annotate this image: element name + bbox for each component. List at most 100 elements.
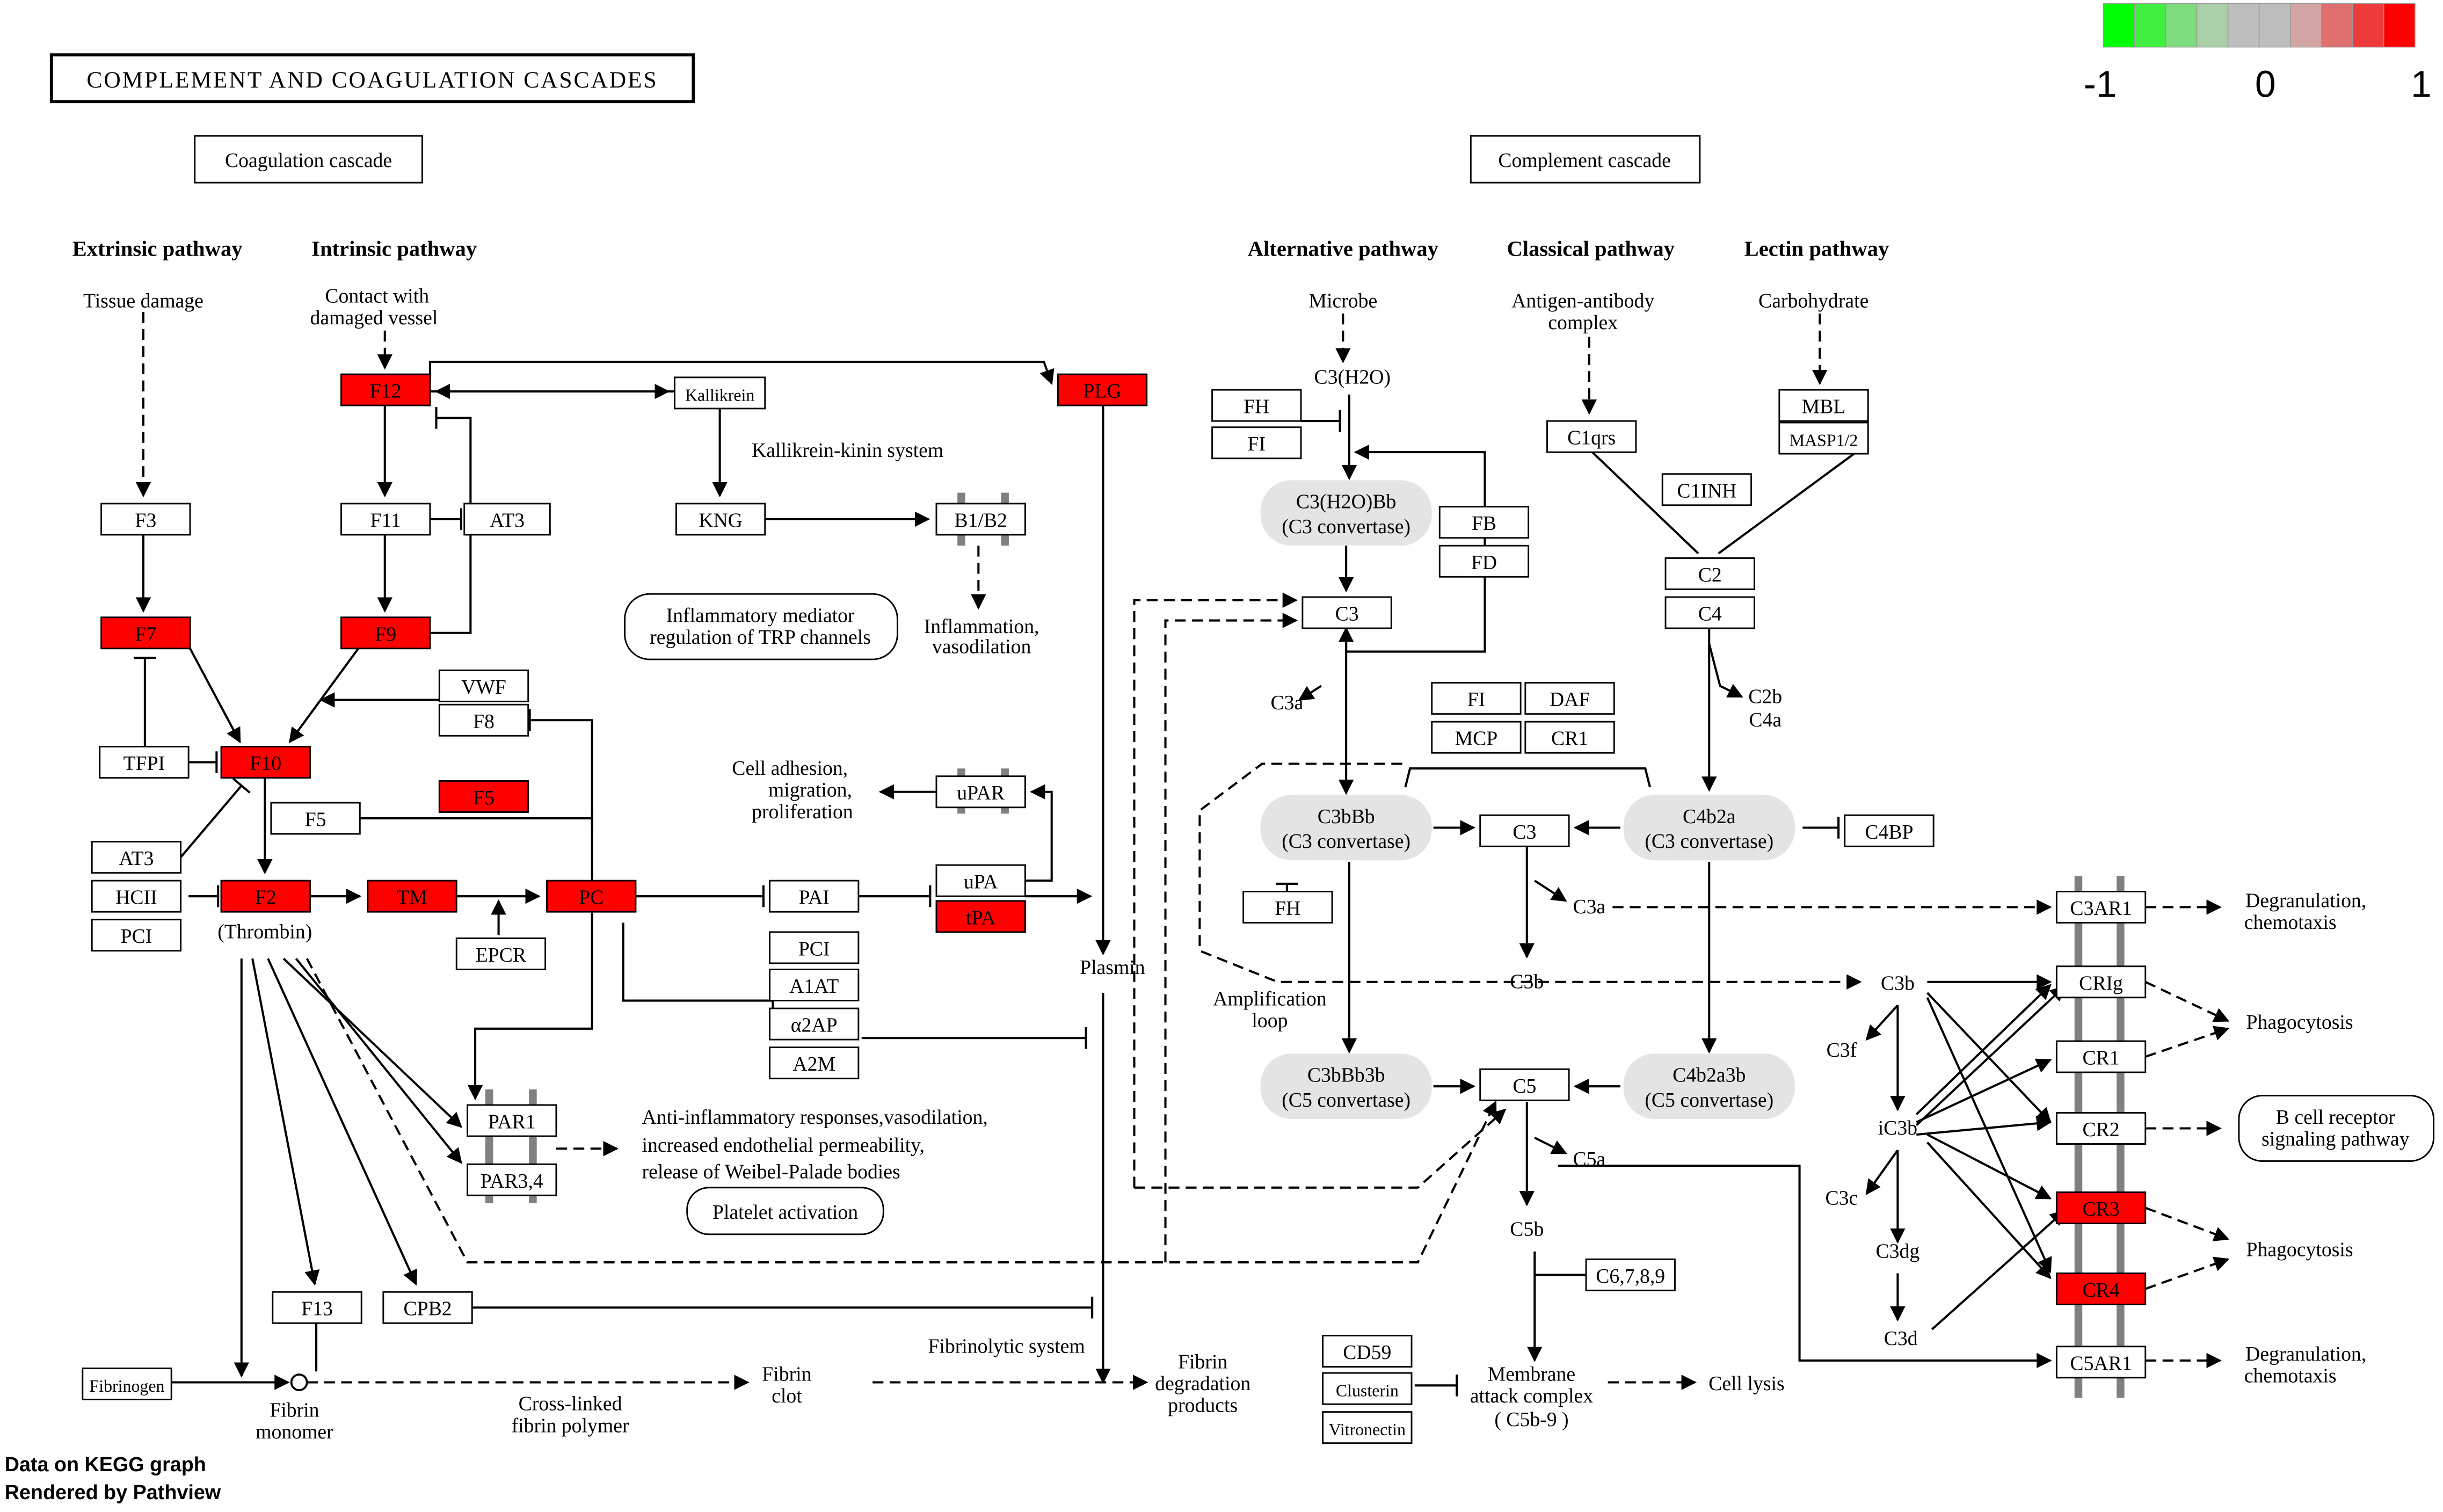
edge-a [1926, 1142, 2052, 1280]
gene-vwf[interactable]: VWF [438, 669, 529, 702]
gene-crig[interactable]: CRIg [2055, 965, 2147, 999]
complex-sublabel: (C5 convertase) [1645, 1089, 1773, 1111]
gene-f2[interactable]: F2 [220, 879, 311, 913]
gene-c3top[interactable]: C3 [1302, 596, 1392, 629]
gene-f11[interactable]: F11 [340, 503, 431, 536]
gene-mbl[interactable]: MBL [1778, 389, 1869, 422]
gene-label: C1qrs [1567, 427, 1616, 449]
gene-label: FI [1248, 433, 1266, 455]
complex-c3bbb3b[interactable]: C3bBb3b(C5 convertase) [1260, 1053, 1432, 1120]
gene-pai[interactable]: PAI [769, 879, 860, 913]
gene-c2[interactable]: C2 [1664, 557, 1755, 590]
gene-c5[interactable]: C5 [1479, 1068, 1570, 1101]
gene-fi2[interactable]: FI [1431, 682, 1522, 715]
gene-kng[interactable]: KNG [675, 503, 766, 536]
edge-ad [1133, 592, 1298, 1188]
gene-label: B1/B2 [954, 509, 1007, 532]
gene-b1b2[interactable]: B1/B2 [935, 503, 1026, 536]
gene-vitronectin[interactable]: Vitronectin [1322, 1411, 1413, 1444]
title-box: COMPLEMENT AND COAGULATION CASCADES [49, 53, 695, 104]
gene-mcp[interactable]: MCP [1431, 721, 1522, 754]
gene-label: Vitronectin [1329, 1420, 1406, 1439]
edge-a [1534, 879, 1567, 902]
gene-kallikrein[interactable]: Kallikrein [674, 376, 766, 410]
gene-at3a[interactable]: AT3 [463, 503, 551, 536]
gene-c1qrs[interactable]: C1qrs [1546, 420, 1637, 453]
gene-pci2[interactable]: PCI [769, 931, 860, 964]
gene-f5b[interactable]: F5 [438, 780, 529, 813]
complex-c4b2a3b[interactable]: C4b2a3b(C5 convertase) [1623, 1053, 1795, 1120]
gene-c6789[interactable]: C6,7,8,9 [1585, 1258, 1676, 1291]
gene-tpa[interactable]: tPA [935, 900, 1026, 933]
gene-daf[interactable]: DAF [1524, 682, 1615, 715]
gene-fd[interactable]: FD [1438, 544, 1530, 578]
fibrin-monomer-node[interactable] [290, 1373, 308, 1391]
gene-fh2[interactable]: FH [1242, 891, 1333, 924]
gene-f3[interactable]: F3 [100, 503, 191, 536]
label-fdp3: products [1168, 1394, 1238, 1417]
gene-c1inh[interactable]: C1INH [1661, 473, 1753, 506]
gene-pci[interactable]: PCI [91, 919, 182, 952]
gene-tm[interactable]: TM [367, 879, 457, 913]
gene-cd59[interactable]: CD59 [1322, 1335, 1413, 1368]
gene-clusterin[interactable]: Clusterin [1322, 1372, 1413, 1405]
gene-upar[interactable]: uPAR [935, 775, 1026, 809]
gene-label: PLG [1083, 380, 1121, 403]
gene-a2ap[interactable]: α2AP [769, 1007, 860, 1041]
gene-fh[interactable]: FH [1211, 389, 1302, 422]
gene-cpb2[interactable]: CPB2 [382, 1291, 473, 1324]
gene-fb[interactable]: FB [1438, 506, 1530, 539]
gene-epcr[interactable]: EPCR [455, 937, 547, 970]
edge-ad [1198, 762, 1862, 990]
gene-plg[interactable]: PLG [1057, 373, 1148, 406]
gene-label: FD [1471, 551, 1497, 574]
complex-c3h2obb[interactable]: C3(H2O)Bb(C3 convertase) [1260, 480, 1432, 546]
gene-at3b[interactable]: AT3 [91, 841, 182, 874]
gene-c4[interactable]: C4 [1664, 596, 1755, 629]
gene-masp12[interactable]: MASP1/2 [1778, 421, 1869, 455]
gene-label: FH [1275, 897, 1300, 920]
complex-c3bbb[interactable]: C3bBb(C3 convertase) [1260, 795, 1432, 861]
gene-f10[interactable]: F10 [220, 746, 311, 779]
gene-par34[interactable]: PAR3,4 [467, 1163, 557, 1196]
pathway-link-platelet[interactable]: Platelet activation [686, 1187, 884, 1235]
gene-c4bp[interactable]: C4BP [1844, 814, 1935, 847]
gene-hcii[interactable]: HCII [91, 879, 182, 913]
gene-f12[interactable]: F12 [340, 373, 431, 406]
gene-cr2[interactable]: CR2 [2055, 1112, 2147, 1145]
pathway-link-bcell[interactable]: B cell receptor signaling pathway [2238, 1095, 2435, 1162]
gene-label: C1INH [1677, 479, 1736, 502]
gene-c3ar1[interactable]: C3AR1 [2055, 891, 2147, 924]
platelet-label: Platelet activation [712, 1201, 858, 1224]
gene-cr1b[interactable]: CR1 [1524, 721, 1615, 754]
gene-upa[interactable]: uPA [935, 864, 1026, 897]
scale-swatch [2103, 3, 2135, 48]
gene-label: C6,7,8,9 [1596, 1265, 1665, 1288]
gene-f9[interactable]: F9 [340, 616, 431, 650]
complex-c4b2a[interactable]: C4b2a(C3 convertase) [1623, 795, 1795, 861]
gene-tfpi[interactable]: TFPI [99, 746, 190, 779]
gene-f13[interactable]: F13 [272, 1291, 362, 1324]
gene-label: FB [1472, 512, 1496, 535]
gene-f7[interactable]: F7 [100, 616, 191, 650]
gene-cr4[interactable]: CR4 [2055, 1272, 2147, 1305]
gene-pc[interactable]: PC [546, 879, 637, 913]
gene-c5ar1[interactable]: C5AR1 [2055, 1346, 2147, 1379]
gene-par1[interactable]: PAR1 [467, 1104, 557, 1137]
label-c3a: C3a [1270, 692, 1303, 714]
gene-fibrinogen[interactable]: Fibrinogen [82, 1367, 172, 1400]
gene-cr3[interactable]: CR3 [2055, 1191, 2147, 1224]
gene-f5[interactable]: F5 [270, 802, 361, 835]
gene-label: Clusterin [1336, 1382, 1399, 1400]
section-complement[interactable]: Complement cascade [1470, 135, 1701, 184]
gene-a2m[interactable]: A2M [769, 1046, 860, 1080]
gene-label: C4BP [1865, 821, 1913, 844]
section-coagulation[interactable]: Coagulation cascade [194, 135, 423, 184]
gene-f8[interactable]: F8 [438, 703, 529, 737]
pathway-link-trp[interactable]: Inflammatory mediator regulation of TRP … [624, 593, 898, 660]
gene-fi[interactable]: FI [1211, 426, 1302, 460]
gene-c3mid[interactable]: C3 [1479, 814, 1570, 847]
gene-a1at[interactable]: A1AT [769, 969, 860, 1002]
scale-swatch [2289, 3, 2322, 48]
gene-cr1[interactable]: CR1 [2055, 1040, 2147, 1073]
